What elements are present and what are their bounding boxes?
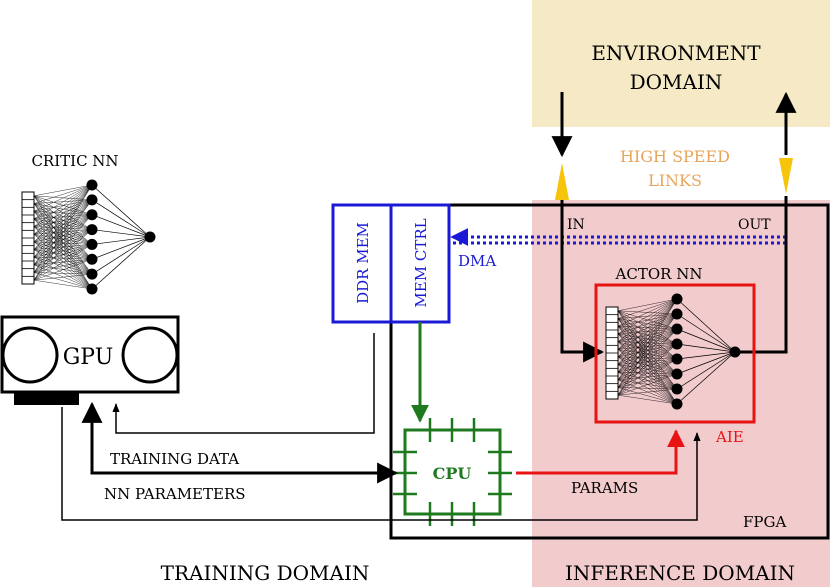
in-path-line (560, 200, 605, 363)
ddr-mem-block (331, 203, 393, 324)
mem-ctrl-block (389, 203, 451, 324)
training-domain-label: TRAINING DOMAIN (161, 561, 370, 585)
nn-neuron (671, 383, 683, 395)
gpu-fan-right (121, 326, 179, 384)
nn-neuron (671, 323, 683, 335)
gpu-connector (14, 393, 79, 405)
nn-output-neuron (144, 231, 156, 243)
nn-output-neuron (729, 346, 741, 358)
gpu-to-aie-line (61, 407, 701, 521)
nn-neuron (86, 283, 98, 295)
nn-neuron (671, 353, 683, 365)
fpga-label: FPGA (743, 513, 786, 531)
inference-domain-region (532, 200, 830, 587)
aie-label: AIE (715, 428, 744, 446)
nn-neuron (671, 368, 683, 380)
nn-neuron (671, 338, 683, 350)
nn-neuron (671, 293, 683, 305)
gpu-label: GPU (63, 345, 114, 370)
critic-neural-network (21, 179, 156, 295)
out-label: OUT (738, 217, 771, 233)
actor-neural-network (605, 293, 741, 410)
training-data-label: TRAINING DATA (110, 450, 239, 468)
critic-nn-label: CRITIC NN (31, 152, 118, 170)
nn-parameters-label: NN PARAMETERS (104, 485, 246, 503)
fpga-board (389, 203, 830, 540)
nn-neuron (86, 194, 98, 206)
high-speed-link-arrow-in (555, 163, 569, 200)
nn-neuron (86, 224, 98, 236)
training-data-arrow (112, 333, 375, 434)
nn-parameters-arrow-to-cpu (90, 407, 399, 484)
cpu-chip (393, 418, 512, 526)
actor-nn-label: ACTOR NN (615, 265, 703, 283)
in-label: IN (567, 217, 585, 233)
ddr-mem-label: DDR MEM (354, 222, 372, 304)
cpu-to-aie-params-arrow (516, 429, 685, 475)
params-label: PARAMS (571, 479, 638, 497)
environment-label-line2: DOMAIN (630, 70, 723, 94)
cpu-label: CPU (433, 464, 472, 483)
nn-neuron (86, 238, 98, 250)
nn-neuron (86, 179, 98, 191)
nn-neuron (86, 253, 98, 265)
high-speed-link-arrow-out (779, 158, 793, 194)
out-path-line (735, 196, 788, 354)
mem-ctrl-label: MEM CTRL (412, 218, 430, 307)
nn-neuron (86, 209, 98, 221)
high-speed-links-label-line1: HIGH SPEED (620, 147, 730, 166)
dma-label: DMA (458, 252, 496, 270)
nn-neuron (671, 308, 683, 320)
gpu-fan-left (1, 326, 59, 384)
inference-domain-label: INFERENCE DOMAIN (565, 561, 795, 585)
aie-block (594, 283, 756, 424)
high-speed-links-label-line2: LINKS (648, 171, 702, 190)
nn-neuron (671, 398, 683, 410)
environment-label-line1: ENVIRONMENT (591, 41, 761, 65)
cpu-body (403, 428, 502, 516)
nn-neuron (86, 268, 98, 280)
